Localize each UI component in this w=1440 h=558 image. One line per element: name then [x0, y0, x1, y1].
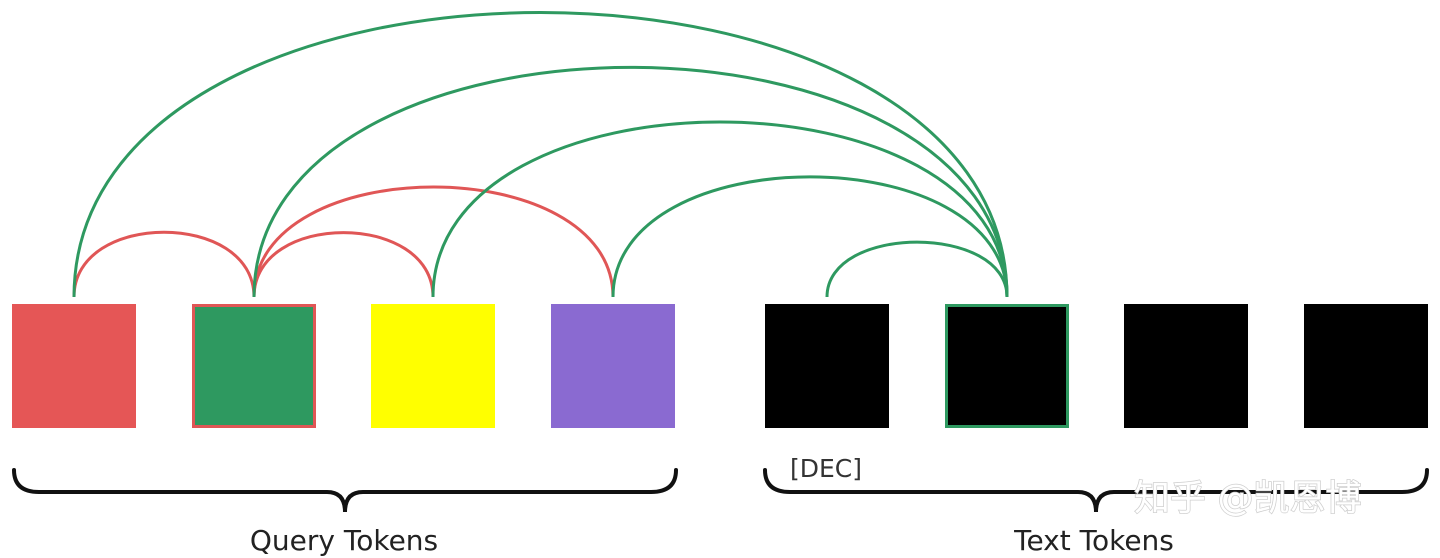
- text-tokens-label: Text Tokens: [1013, 524, 1174, 557]
- watermark: 知乎 @凯恩博: [1134, 478, 1361, 519]
- text-token-5: [765, 304, 889, 428]
- query-token-4: [551, 304, 675, 428]
- attention-arc-2-to-4: [252, 185, 615, 298]
- attention-arc-1-to-6: [72, 11, 1009, 298]
- attention-arc-2-to-3: [252, 231, 435, 298]
- query-tokens-label: Query Tokens: [250, 524, 438, 557]
- query-token-1: [12, 304, 136, 428]
- text-token-7: [1124, 304, 1248, 428]
- text-tokens-brace: [763, 468, 1429, 513]
- token-row: [12, 304, 1428, 428]
- query-token-3: [371, 304, 495, 428]
- text-token-8: [1304, 304, 1428, 428]
- dec-token-label: [DEC]: [790, 454, 862, 483]
- query-tokens-brace: [12, 468, 678, 513]
- attention-arc-4-to-6: [611, 175, 1009, 298]
- attention-arc-5-to-6: [825, 240, 1009, 298]
- query-token-2: [192, 304, 316, 428]
- attention-arc-2-to-6: [252, 66, 1009, 298]
- attention-arcs: [72, 11, 1009, 298]
- text-token-6: [945, 304, 1069, 428]
- attention-arc-1-to-2: [72, 230, 256, 298]
- attention-arc-3-to-6: [431, 120, 1009, 298]
